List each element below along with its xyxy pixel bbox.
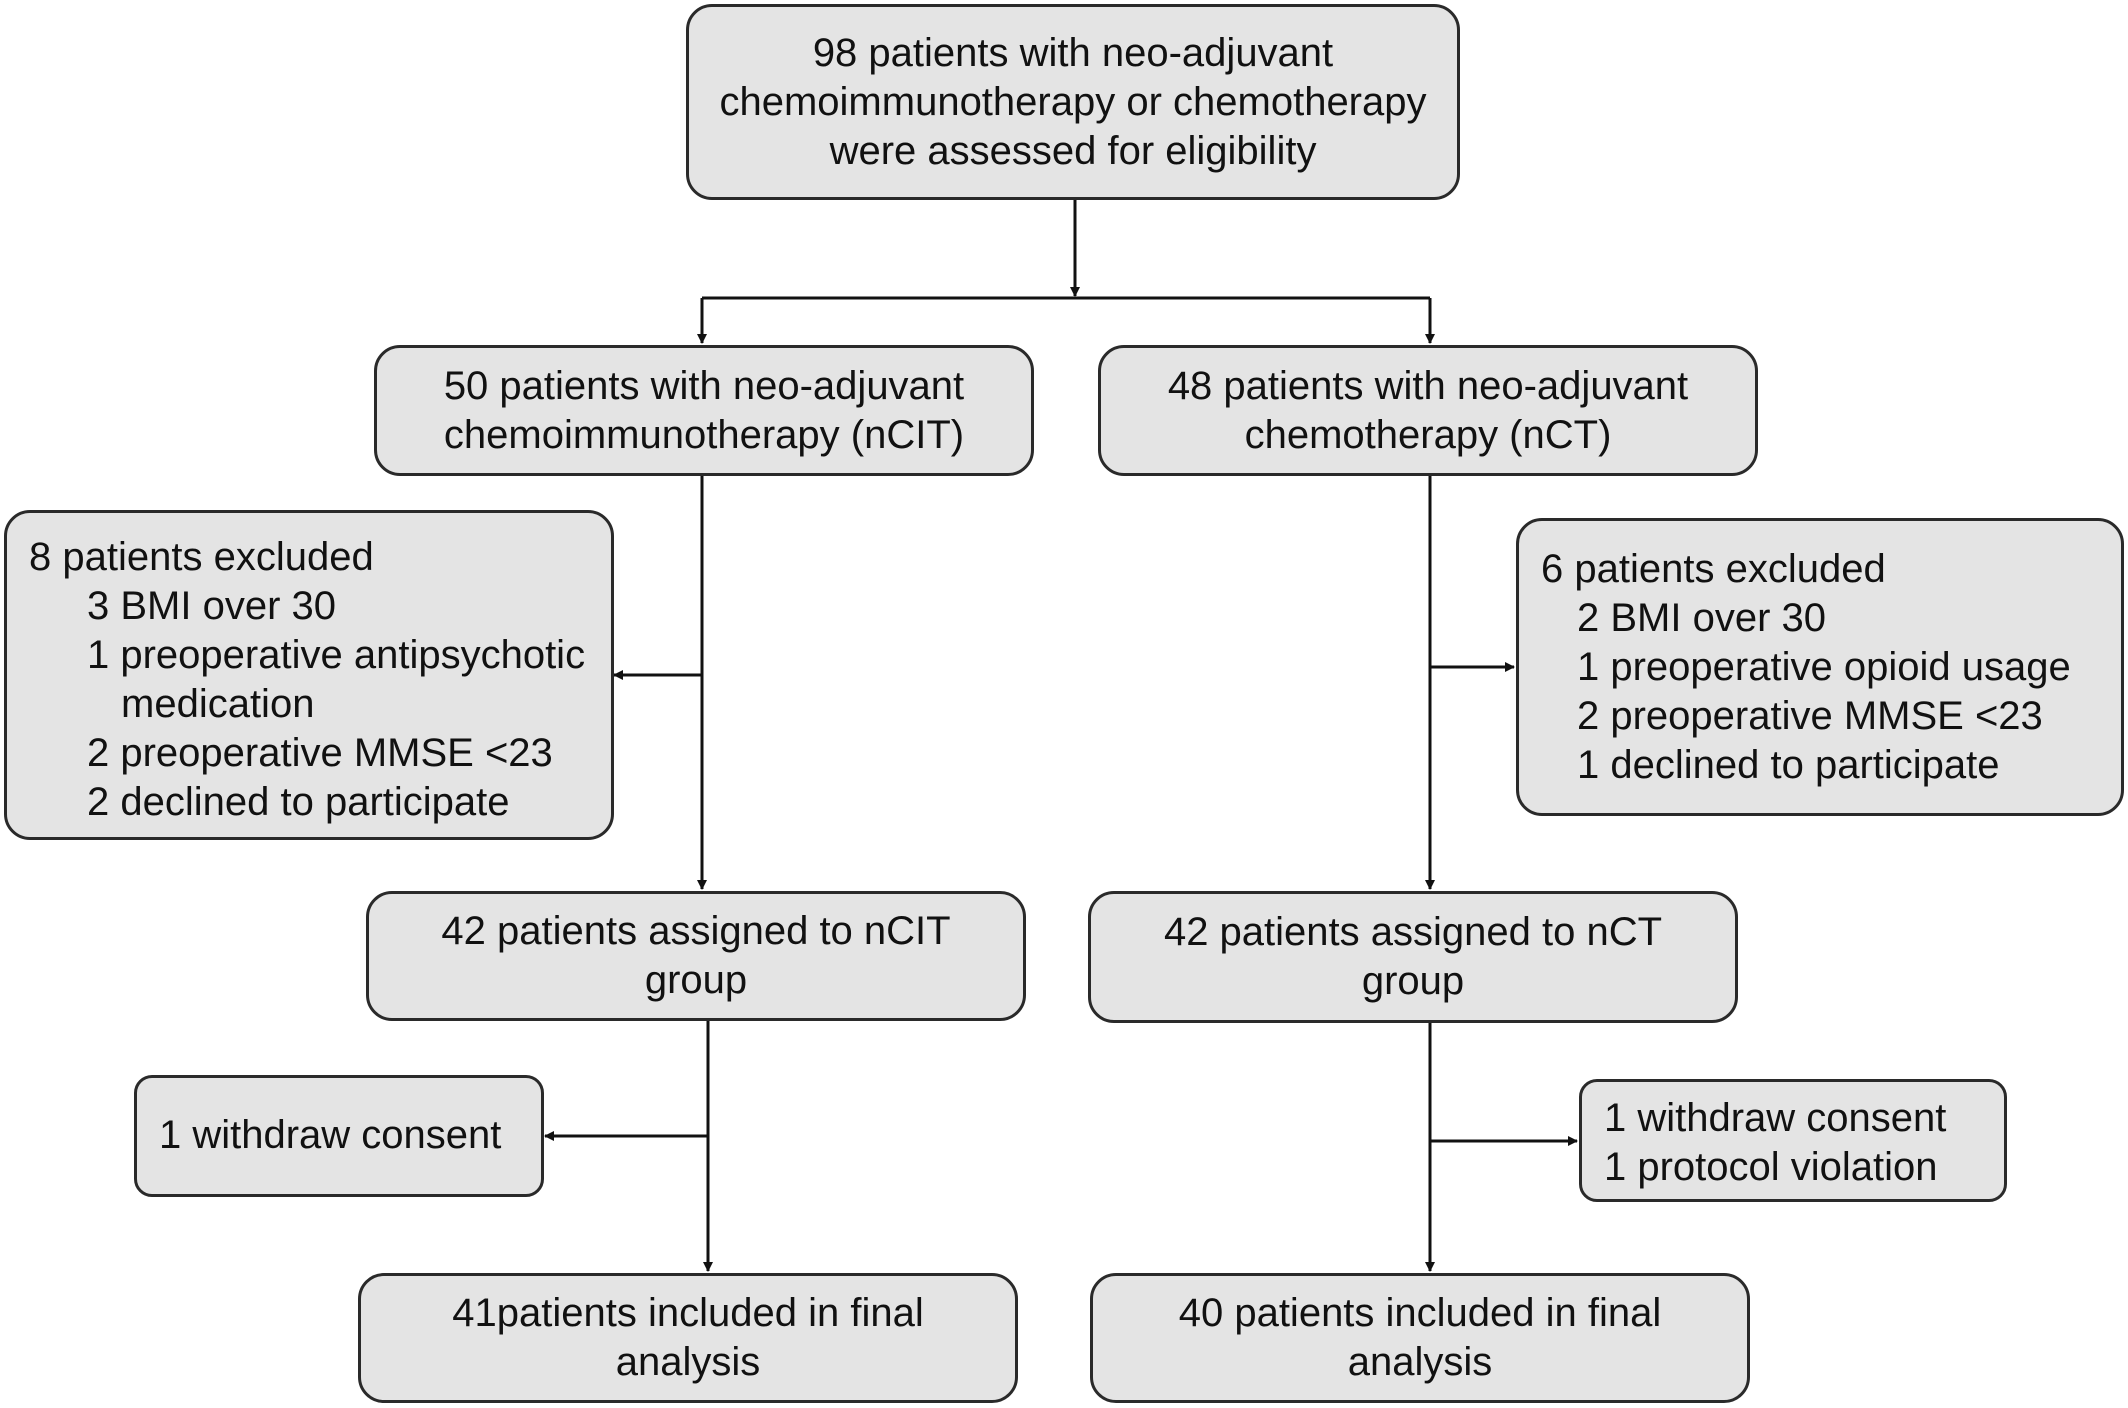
nCT-arm-line-1: 48 patients with neo-adjuvant (1167, 363, 1689, 408)
nCIT-assigned-box: 42 patients assigned to nCIT group (366, 891, 1026, 1021)
eligibility-box: 98 patients with neo-adjuvant chemoimmun… (686, 4, 1460, 200)
nCT-assigned-line-1: 42 patients assigned to nCT (1163, 910, 1663, 954)
nCT-excluded-item: 2 preoperative MMSE <23 (1577, 694, 2043, 738)
nCT-arm-line-2: chemotherapy (nCT) (1244, 412, 1612, 457)
nCIT-excluded-item: 2 preoperative MMSE <23 (87, 731, 553, 775)
nCT-excluded-item: 2 BMI over 30 (1577, 596, 1827, 640)
nCIT-arm-line-2: chemoimmunotherapy (nCIT) (443, 412, 965, 457)
nCT-final-line-2: analysis (1347, 1340, 1493, 1384)
nCT-assigned-line-2: group (1361, 959, 1465, 1003)
nCT-withdrawn-item: 1 withdraw consent (1604, 1096, 1947, 1140)
nCT-arm-box: 48 patients with neo-adjuvant chemothera… (1098, 345, 1758, 476)
nCT-assigned-box: 42 patients assigned to nCT group (1088, 891, 1738, 1023)
nCIT-withdrawn-item: 1 withdraw consent (159, 1113, 502, 1157)
nCT-excluded-title: 6 patients excluded (1541, 547, 1886, 591)
nCIT-final-line-1: 41patients included in final (452, 1291, 924, 1335)
nCIT-final-line-2: analysis (615, 1340, 761, 1384)
eligibility-line-1: 98 patients with neo-adjuvant (812, 30, 1334, 75)
nCIT-assigned-line-1: 42 patients assigned to nCIT (441, 909, 951, 953)
nCIT-arm-box: 50 patients with neo-adjuvant chemoimmun… (374, 345, 1034, 476)
nCIT-withdrawn-box: 1 withdraw consent (134, 1075, 544, 1197)
nCT-excluded-item: 1 declined to participate (1577, 743, 2000, 787)
nCIT-final-box: 41patients included in final analysis (358, 1273, 1018, 1403)
nCIT-arm-line-1: 50 patients with neo-adjuvant (443, 363, 965, 408)
nCT-withdrawn-box: 1 withdraw consent 1 protocol violation (1579, 1079, 2007, 1202)
nCIT-excluded-title: 8 patients excluded (29, 535, 374, 579)
nCIT-excluded-box: 8 patients excluded 3 BMI over 30 1 preo… (4, 510, 614, 840)
nCT-excluded-box: 6 patients excluded 2 BMI over 30 1 preo… (1516, 518, 2124, 816)
eligibility-line-2: chemoimmunotherapy or chemotherapy (719, 79, 1427, 124)
nCT-final-box: 40 patients included in final analysis (1090, 1273, 1750, 1403)
nCIT-excluded-item: 3 BMI over 30 (87, 584, 337, 628)
nCT-withdrawn-item: 1 protocol violation (1604, 1145, 1938, 1189)
nCT-final-line-1: 40 patients included in final (1178, 1291, 1662, 1335)
eligibility-line-3: were assessed for eligibility (829, 128, 1317, 173)
nCIT-assigned-line-2: group (644, 958, 748, 1002)
nCT-excluded-item: 1 preoperative opioid usage (1577, 645, 2071, 689)
nCIT-excluded-item: 1 preoperative antipsychotic (87, 633, 586, 677)
nCIT-excluded-item: 2 declined to participate (87, 780, 510, 824)
nCIT-excluded-item: medication (121, 682, 315, 726)
